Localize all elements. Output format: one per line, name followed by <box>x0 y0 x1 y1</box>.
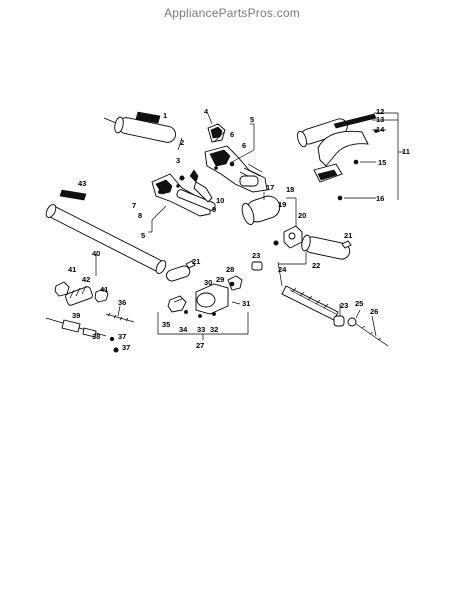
callout-30: 30 <box>204 278 212 287</box>
part-40-shaft-tube <box>45 189 167 274</box>
callout-1: 1 <box>163 111 167 120</box>
callout-32: 32 <box>210 325 218 334</box>
callout-labels: 1 2 3 4 5 6 6 7 8 9 10 5 11 12 13 14 15 … <box>68 107 410 352</box>
part-17-sleeve <box>241 195 281 226</box>
callout-33: 33 <box>197 325 205 334</box>
callout-24: 24 <box>278 265 287 274</box>
callout-7: 7 <box>132 201 136 210</box>
callout-25: 25 <box>355 299 363 308</box>
callout-37b: 37 <box>122 343 130 352</box>
callout-21a: 21 <box>192 257 200 266</box>
part-39-flex-shaft <box>45 317 119 353</box>
callout-23a: 23 <box>252 251 260 260</box>
callout-15: 15 <box>378 158 386 167</box>
callout-35: 35 <box>162 320 170 329</box>
callout-27: 27 <box>196 341 204 350</box>
callout-18: 18 <box>286 185 294 194</box>
part-20-clamp <box>273 225 303 249</box>
callout-16: 16 <box>376 194 384 203</box>
callout-41a: 41 <box>68 265 76 274</box>
callout-36: 36 <box>118 298 126 307</box>
callout-31: 31 <box>242 299 250 308</box>
callout-9: 9 <box>212 205 216 214</box>
callout-43: 43 <box>78 179 86 188</box>
part-1-grip-tube <box>103 111 176 143</box>
callout-4: 4 <box>204 107 209 116</box>
callout-21b: 21 <box>344 231 352 240</box>
part-21-pin-left <box>185 260 196 269</box>
callout-3: 3 <box>176 156 180 165</box>
part-11-handle-assembly <box>297 113 378 201</box>
part-4-trigger <box>207 123 226 143</box>
callout-10: 10 <box>216 196 224 205</box>
callout-23b: 23 <box>340 301 348 310</box>
callout-26: 26 <box>370 307 378 316</box>
callout-38: 38 <box>92 332 100 341</box>
callout-41b: 41 <box>100 285 108 294</box>
part-27-clutch-assembly <box>157 265 249 340</box>
callout-2: 2 <box>180 138 184 147</box>
callout-14: 14 <box>376 125 385 134</box>
callout-34: 34 <box>179 325 188 334</box>
callout-6a: 6 <box>230 130 234 139</box>
callout-6b: 6 <box>242 141 246 150</box>
callout-5a: 5 <box>250 115 254 124</box>
callout-29: 29 <box>216 275 224 284</box>
callout-8: 8 <box>138 211 142 220</box>
callout-22: 22 <box>312 261 320 270</box>
callout-28: 28 <box>226 265 234 274</box>
part-9-switch <box>179 169 213 203</box>
callout-39: 39 <box>72 311 80 320</box>
part-42-coupler <box>54 281 109 306</box>
part-22-tube <box>301 234 351 260</box>
part-21-pin-right <box>341 240 352 249</box>
part-5-handle-housing <box>204 145 268 193</box>
part-36-rod <box>105 312 135 323</box>
leader-lines <box>95 112 404 337</box>
callout-13: 13 <box>376 115 384 124</box>
callout-5b: 5 <box>141 231 145 240</box>
part-7-handle-half <box>151 173 216 217</box>
part-25-bearing <box>333 315 389 347</box>
callout-12: 12 <box>376 107 384 116</box>
callout-19: 19 <box>278 200 286 209</box>
callout-20: 20 <box>298 211 306 220</box>
callout-17: 17 <box>266 183 274 192</box>
part-24-drive-shaft <box>251 261 339 321</box>
site-watermark: AppliancePartsPros.com <box>164 6 300 20</box>
callout-40: 40 <box>92 249 100 258</box>
callout-42: 42 <box>82 275 90 284</box>
callout-11: 11 <box>402 147 410 156</box>
callout-37a: 37 <box>118 332 126 341</box>
